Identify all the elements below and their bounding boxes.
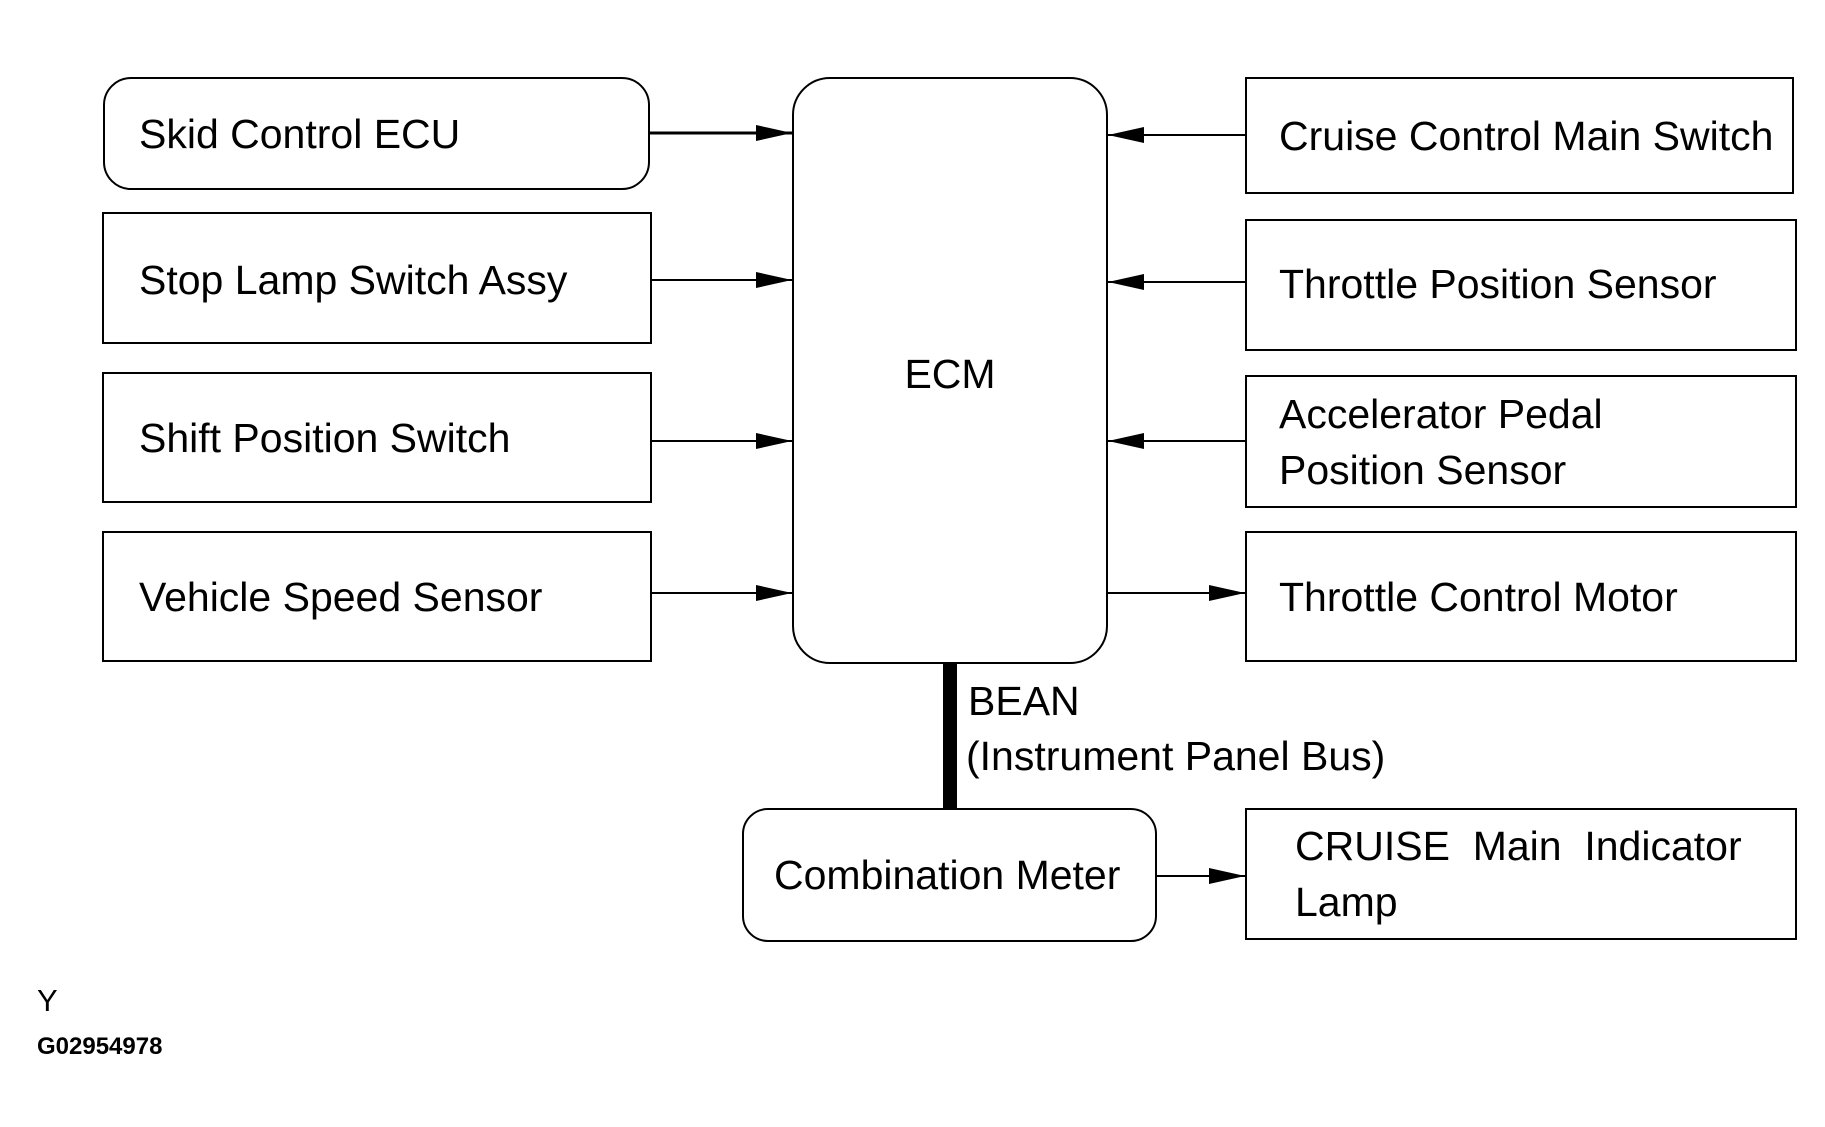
ecm-label: ECM xyxy=(904,351,996,397)
bean-bus-description: (Instrument Panel Bus) xyxy=(966,733,1386,779)
throttle-position-sensor-label: Throttle Position Sensor xyxy=(1279,261,1717,307)
figure-id: G02954978 xyxy=(37,1033,163,1060)
combination-meter-label: Combination Meter xyxy=(774,852,1121,898)
skid-control-ecu-label: Skid Control ECU xyxy=(139,110,461,157)
cruise-indicator-label-line2: Lamp xyxy=(1295,879,1398,925)
throttle-position-sensor-block: Throttle Position Sensor xyxy=(1245,219,1797,351)
combination-meter-block: Combination Meter xyxy=(742,808,1157,942)
footer-marker: Y xyxy=(37,983,58,1018)
shift-position-switch-block: Shift Position Switch xyxy=(102,372,652,503)
bean-bus-name: BEAN xyxy=(968,678,1080,724)
cruise-control-main-switch-label: Cruise Control Main Switch xyxy=(1279,112,1774,159)
throttle-control-motor-block: Throttle Control Motor xyxy=(1245,531,1797,662)
cruise-control-main-switch-block: Cruise Control Main Switch xyxy=(1245,77,1794,194)
accelerator-pedal-label-line1: Accelerator Pedal xyxy=(1279,390,1603,437)
shift-position-switch-label: Shift Position Switch xyxy=(139,414,511,461)
stop-lamp-switch-label: Stop Lamp Switch Assy xyxy=(139,257,568,303)
vehicle-speed-sensor-label: Vehicle Speed Sensor xyxy=(139,574,543,620)
skid-control-ecu-block: Skid Control ECU xyxy=(103,77,650,190)
accelerator-pedal-sensor-block: Accelerator Pedal Position Sensor xyxy=(1245,375,1797,508)
vehicle-speed-sensor-block: Vehicle Speed Sensor xyxy=(102,531,652,662)
throttle-control-motor-label: Throttle Control Motor xyxy=(1279,573,1678,620)
cruise-main-indicator-block: CRUISE Main Indicator Lamp xyxy=(1245,808,1797,940)
ecm-block: ECM xyxy=(792,77,1108,664)
cruise-indicator-label-line1: CRUISE Main Indicator xyxy=(1295,823,1742,869)
accelerator-pedal-label-line2: Position Sensor xyxy=(1279,446,1567,493)
stop-lamp-switch-block: Stop Lamp Switch Assy xyxy=(102,212,652,344)
